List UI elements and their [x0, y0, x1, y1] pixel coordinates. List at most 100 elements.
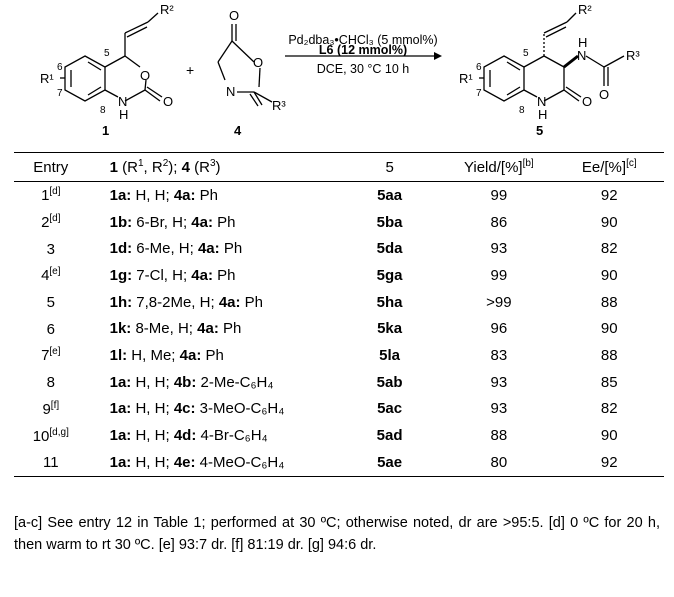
cell-yield: 93 — [490, 373, 508, 391]
cell-substrates: 1h: 7,8-2Me, H; 4a: Ph — [109, 293, 264, 311]
cell-product: 5ba — [376, 213, 403, 231]
h-atom: H — [119, 107, 128, 122]
h-atom: H — [538, 107, 547, 122]
results-table: Entry 1 (R1, R2); 4 (R3) 5 Yield/[%][b] … — [14, 152, 664, 477]
cell-entry: 10[d,g] — [32, 426, 69, 445]
conditions-text: DCE, 30 °C 10 h — [317, 62, 410, 76]
cell-ee: 85 — [600, 373, 618, 391]
o-atom: O — [582, 94, 592, 109]
header-yield: Yield/[%][b] — [443, 152, 555, 182]
cell-entry: 5 — [46, 294, 55, 312]
cell-ee: 88 — [600, 293, 618, 311]
position-6: 6 — [57, 62, 63, 73]
cell-substrates: 1a: H, H; 4b: 2-Me-C₆H₄ — [109, 373, 274, 391]
cell-entry: 1[d] — [41, 186, 61, 205]
cell-yield: >99 — [486, 293, 512, 311]
n-atom: N — [226, 84, 235, 99]
r1-label: R¹ — [459, 71, 473, 86]
cell-yield: 93 — [490, 240, 508, 258]
cell-entry: 4[e] — [41, 266, 61, 285]
position-6: 6 — [476, 62, 482, 73]
compound-5-label: 5 — [536, 123, 543, 138]
header-ee: Ee/[%][c] — [554, 152, 664, 182]
cell-substrates: 1a: H, H; 4c: 3-MeO-C₆H₄ — [109, 400, 285, 418]
cell-ee: 88 — [600, 346, 618, 364]
position-5: 5 — [523, 48, 529, 59]
cell-product: 5ae — [336, 448, 444, 477]
cell-ee: 92 — [600, 186, 618, 204]
cell-substrates: 1a: H, H; 4e: 4-MeO-C₆H₄ — [87, 448, 337, 477]
position-8: 8 — [100, 105, 106, 116]
cell-product: 5ac — [377, 400, 403, 418]
cell-product: 5ga — [376, 266, 403, 284]
cell-yield: 99 — [490, 266, 508, 284]
position-8: 8 — [519, 105, 525, 116]
o-atom: O — [253, 55, 263, 70]
h-atom: H — [578, 35, 587, 50]
r3-label: R³ — [626, 48, 640, 63]
cell-product: 5ad — [376, 427, 403, 445]
cell-yield: 99 — [490, 186, 508, 204]
cell-entry: 3 — [46, 240, 55, 258]
cell-entry: 2[d] — [41, 213, 61, 232]
cell-product: 5la — [379, 346, 401, 364]
o-atom: O — [163, 94, 173, 109]
r3-label: R³ — [272, 98, 286, 113]
cell-substrates: 1l: H, Me; 4a: Ph — [109, 346, 224, 364]
compound-4-label: 4 — [234, 123, 242, 138]
cell-entry: 11 — [14, 448, 88, 477]
table-row: 6 1k: 8-Me, H; 4a: Ph 5ka 96 90 — [14, 315, 664, 342]
catalyst-text: Pd₂dba₃•CHCl₃ (5 mmol%) — [288, 33, 437, 47]
table-footnote: [a-c] See entry 12 in Table 1; performed… — [14, 515, 660, 553]
o-atom: O — [599, 87, 609, 102]
table-row: 8 1a: H, H; 4b: 2-Me-C₆H₄ 5ab 93 85 — [14, 369, 664, 396]
cell-yield: 88 — [490, 427, 508, 445]
reactant-4-structure — [217, 24, 273, 107]
cell-product: 5ab — [376, 373, 403, 391]
header-product: 5 — [336, 152, 444, 182]
cell-ee: 82 — [600, 400, 618, 418]
cell-ee: 90 — [600, 213, 618, 231]
header-substrates: 1 (R1, R2); 4 (R3) — [87, 152, 337, 182]
cell-substrates: 1k: 8-Me, H; 4a: Ph — [109, 320, 242, 338]
compound-1-label: 1 — [102, 123, 109, 138]
cell-ee: 90 — [600, 427, 618, 445]
cell-yield: 93 — [490, 400, 508, 418]
product-5-structure — [479, 12, 625, 102]
reactant-1-structure — [60, 12, 163, 102]
position-5: 5 — [104, 48, 110, 59]
position-7: 7 — [57, 88, 63, 99]
ligand-text: L6 (12 mmol%) — [319, 43, 407, 57]
r2-label: R² — [160, 2, 174, 17]
o-atom: O — [229, 8, 239, 23]
position-7: 7 — [476, 88, 482, 99]
cell-substrates: 1g: 7-Cl, H; 4a: Ph — [109, 266, 236, 284]
header-entry: Entry — [14, 152, 88, 182]
cell-entry: 8 — [46, 374, 55, 392]
cell-substrates: 1a: H, H; 4a: Ph — [109, 186, 219, 204]
n-atom: N — [118, 94, 127, 109]
cell-entry: 7[e] — [41, 346, 61, 365]
cell-ee: 82 — [600, 240, 618, 258]
n-atom: N — [577, 48, 586, 63]
cell-yield: 96 — [490, 320, 508, 338]
n-atom: N — [537, 94, 546, 109]
cell-yield: 80 — [443, 448, 555, 477]
cell-yield: 83 — [490, 346, 508, 364]
cell-ee: 92 — [554, 448, 664, 477]
r1-label: R¹ — [40, 71, 54, 86]
cell-product: 5ka — [377, 320, 403, 338]
cell-entry: 6 — [46, 320, 55, 338]
cell-product: 5da — [376, 240, 403, 258]
table-header-row: Entry 1 (R1, R2); 4 (R3) 5 Yield/[%][b] … — [14, 152, 664, 182]
r2-label: R² — [578, 2, 592, 17]
cell-yield: 86 — [490, 213, 508, 231]
cell-ee: 90 — [600, 320, 618, 338]
